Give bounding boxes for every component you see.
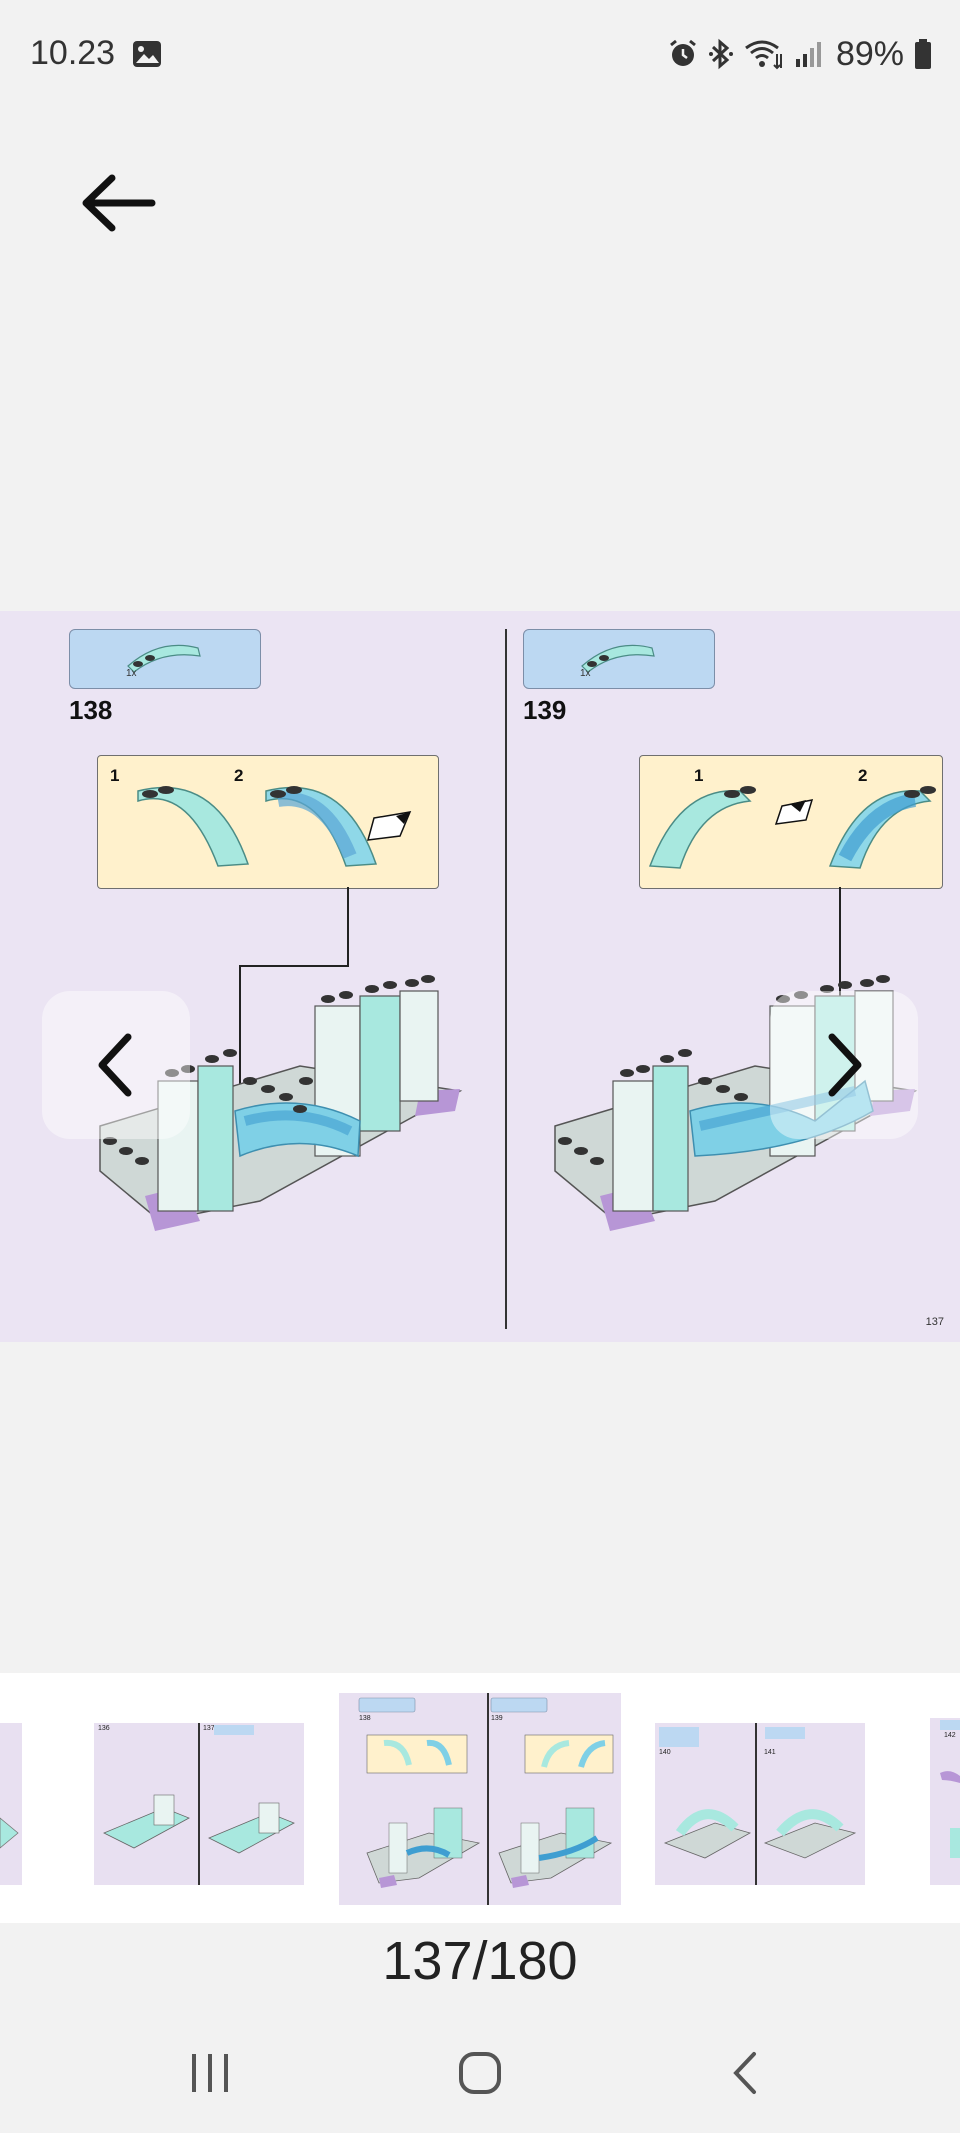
sub-assembly-left: 1 2 xyxy=(97,755,439,889)
chevron-left-icon xyxy=(733,2052,756,2094)
bluetooth-icon xyxy=(708,38,733,70)
thumbnail-image xyxy=(659,1727,857,1859)
thumbnail-image xyxy=(0,1817,19,1849)
thumbnail-strip[interactable]: 136 137 138 139 xyxy=(0,1673,960,1923)
sub-step-2: 2 xyxy=(858,766,868,785)
signal-icon xyxy=(795,42,821,67)
next-page-button[interactable] xyxy=(770,991,918,1139)
chevron-left-icon xyxy=(98,1033,132,1097)
thumbnail-image xyxy=(103,1725,295,1854)
battery-icon xyxy=(915,39,931,69)
recent-apps-button[interactable] xyxy=(186,2048,236,2098)
home-icon xyxy=(459,2052,501,2094)
step-number-right: 139 xyxy=(523,695,567,725)
home-button[interactable] xyxy=(455,2048,505,2098)
gallery-icon xyxy=(133,41,161,67)
back-button[interactable] xyxy=(78,168,158,238)
thumbnail-image xyxy=(358,1697,614,1888)
instruction-page[interactable]: 1x 138 1 2 xyxy=(0,611,960,1342)
page-thumbnail[interactable] xyxy=(0,1723,22,1885)
wifi-icon xyxy=(745,40,782,70)
parts-callout-right: 1x xyxy=(523,629,715,689)
sub-assembly-right: 1 2 xyxy=(639,755,943,889)
chevron-right-icon xyxy=(828,1033,862,1097)
build-model-left xyxy=(99,887,463,1231)
sub-step-1: 1 xyxy=(694,766,704,785)
parts-quantity: 1x xyxy=(126,668,137,679)
sub-assembly-illustration xyxy=(137,786,412,867)
page-thumbnail[interactable]: 142 xyxy=(930,1718,960,1885)
sub-step-1: 1 xyxy=(110,766,120,785)
page-divider xyxy=(505,629,507,1329)
page-thumbnail[interactable]: 140 141 xyxy=(655,1723,865,1885)
status-icons: 89% xyxy=(668,34,932,74)
step-number-left: 138 xyxy=(69,695,113,725)
recent-apps-icon xyxy=(192,2054,228,2092)
status-time: 10.23 xyxy=(30,34,116,72)
previous-page-button[interactable] xyxy=(42,991,190,1139)
parts-callout-left: 1x xyxy=(69,629,261,689)
page-thumbnail[interactable]: 136 137 xyxy=(94,1723,304,1885)
battery-percentage: 89% xyxy=(835,34,904,73)
sub-step-2: 2 xyxy=(234,766,244,785)
curved-slope-part-icon xyxy=(581,644,655,673)
arrow-left-icon xyxy=(82,174,156,232)
system-navigation-bar xyxy=(0,2020,960,2133)
build-model-right xyxy=(554,887,918,1231)
system-back-button[interactable] xyxy=(722,2048,772,2098)
page-thumbnail-selected[interactable]: 138 139 xyxy=(339,1693,621,1905)
sub-assembly-illustration xyxy=(648,786,936,869)
page-number: 137 xyxy=(925,1316,944,1328)
status-bar: 10.23 89% xyxy=(0,0,960,110)
parts-quantity: 1x xyxy=(580,668,591,679)
alarm-icon xyxy=(670,39,696,66)
thumbnail-image xyxy=(940,1720,960,1858)
page-counter: 137/180 xyxy=(382,1931,578,1991)
curved-slope-part-icon xyxy=(127,644,201,673)
